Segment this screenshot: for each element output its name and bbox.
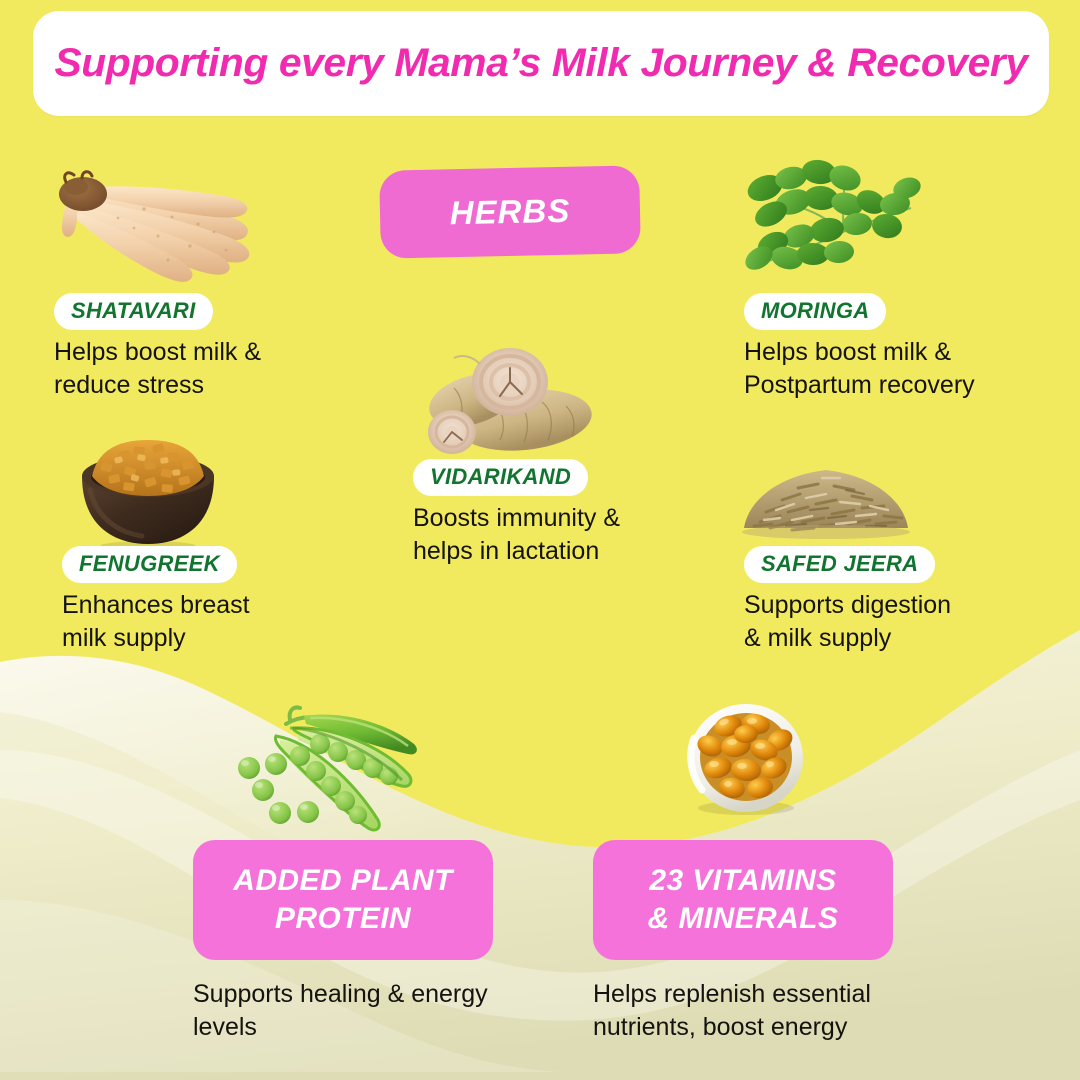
feature-description-vitamins-minerals: Helps replenish essential nutrients, boo… xyxy=(593,980,871,1041)
herb-description-shatavari: Helps boost milk & reduce stress xyxy=(54,338,262,400)
safed-jeera-seeds-icon xyxy=(736,450,916,542)
shatavari-roots-icon xyxy=(48,162,263,292)
herb-item-vidarikand: VIDARIKAND Boosts immunity & helps in la… xyxy=(413,459,620,569)
herb-label-fenugreek: FENUGREEK xyxy=(62,546,237,583)
page-title: Supporting every Mama’s Milk Journey & R… xyxy=(54,41,1028,85)
herb-description-fenugreek: Enhances breast milk supply xyxy=(62,591,250,653)
section-badge-label: HERBS xyxy=(449,191,571,232)
herb-label-vidarikand: VIDARIKAND xyxy=(413,459,589,496)
herb-label-safed-jeera: SAFED JEERA xyxy=(744,546,936,583)
herb-item-fenugreek: FENUGREEK Enhances breast milk supply xyxy=(62,546,250,656)
feature-badge-added-plant-protein: ADDED PLANT PROTEIN xyxy=(193,840,493,960)
herb-item-shatavari: SHATAVARI Helps boost milk & reduce stre… xyxy=(54,293,261,403)
herb-description-safed-jeera: Supports digestion & milk supply xyxy=(744,591,952,653)
herb-label-shatavari: SHATAVARI xyxy=(54,293,213,330)
herb-description-vidarikand: Boosts immunity & helps in lactation xyxy=(413,504,621,566)
feature-badge-label-added-plant-protein: ADDED PLANT PROTEIN xyxy=(233,863,453,935)
herb-item-safed-jeera: SAFED JEERA Supports digestion & milk su… xyxy=(744,546,951,656)
feature-badge-vitamins-minerals: 23 VITAMINS & MINERALS xyxy=(593,840,893,960)
herb-description-moringa: Helps boost milk & Postpartum recovery xyxy=(744,338,975,400)
softgel-capsules-bowl-icon xyxy=(684,700,808,816)
vidarikand-tuber-icon xyxy=(424,344,604,464)
moringa-leaves-icon xyxy=(735,158,925,293)
feature-badge-label-vitamins-minerals: 23 VITAMINS & MINERALS xyxy=(647,863,839,935)
feature-description-added-plant-protein: Supports healing & energy levels xyxy=(193,980,488,1041)
header-title-card: Supporting every Mama’s Milk Journey & R… xyxy=(33,11,1049,116)
herb-item-moringa: MORINGA Helps boost milk & Postpartum re… xyxy=(744,293,975,403)
fenugreek-seeds-bowl-icon xyxy=(68,432,228,551)
pea-pods-icon xyxy=(232,694,432,834)
herb-label-moringa: MORINGA xyxy=(744,293,887,330)
section-badge-herbs: HERBS xyxy=(379,165,641,259)
